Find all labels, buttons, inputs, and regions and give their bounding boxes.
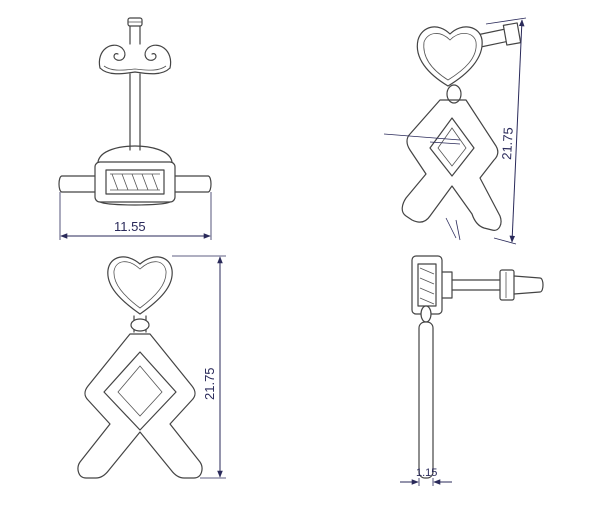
thickness-label: 1.15 <box>416 467 437 479</box>
dimension-front-height: 21.75 <box>172 255 226 479</box>
width-label: 11.55 <box>114 219 146 234</box>
side-view <box>411 255 544 479</box>
dimension-front-width: 11.55 <box>59 192 212 240</box>
front-view <box>77 256 203 479</box>
dimension-side-thickness: 1.15 <box>400 467 452 486</box>
height-label-perspective: 21.75 <box>499 127 516 160</box>
top-view <box>58 17 212 206</box>
height-label-front: 21.75 <box>202 367 217 400</box>
dimension-perspective-height: 21.75 <box>485 17 527 245</box>
perspective-view <box>383 22 522 241</box>
